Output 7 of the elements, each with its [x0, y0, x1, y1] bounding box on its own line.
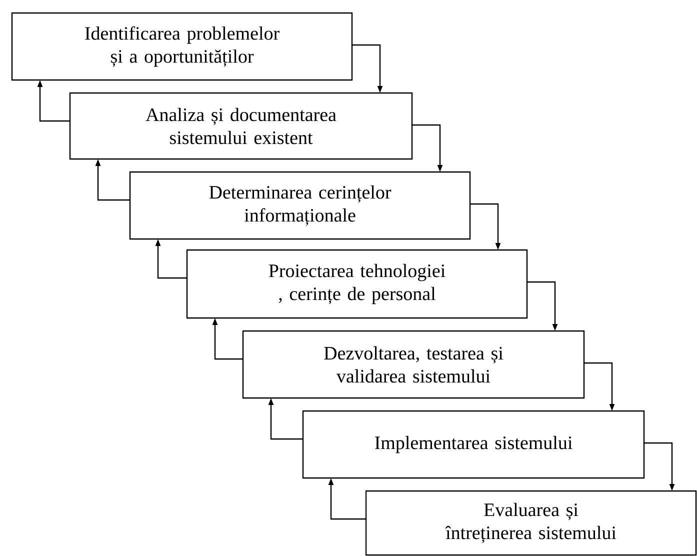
process-box: Analiza și documentarea sistemului existent	[69, 92, 413, 160]
process-box: Evaluarea și întreținerea sistemului	[365, 490, 697, 556]
process-box: Identificarea problemelor și a oportunităților	[11, 12, 353, 81]
process-box: Proiectarea tehnologiei , cerințe de personal	[186, 249, 528, 319]
process-box: Dezvoltarea, testarea și validarea sistemului	[242, 330, 585, 399]
process-box: Determinarea cerințelor informaționale	[129, 171, 471, 240]
process-box: Implementarea sistemului	[302, 410, 645, 479]
